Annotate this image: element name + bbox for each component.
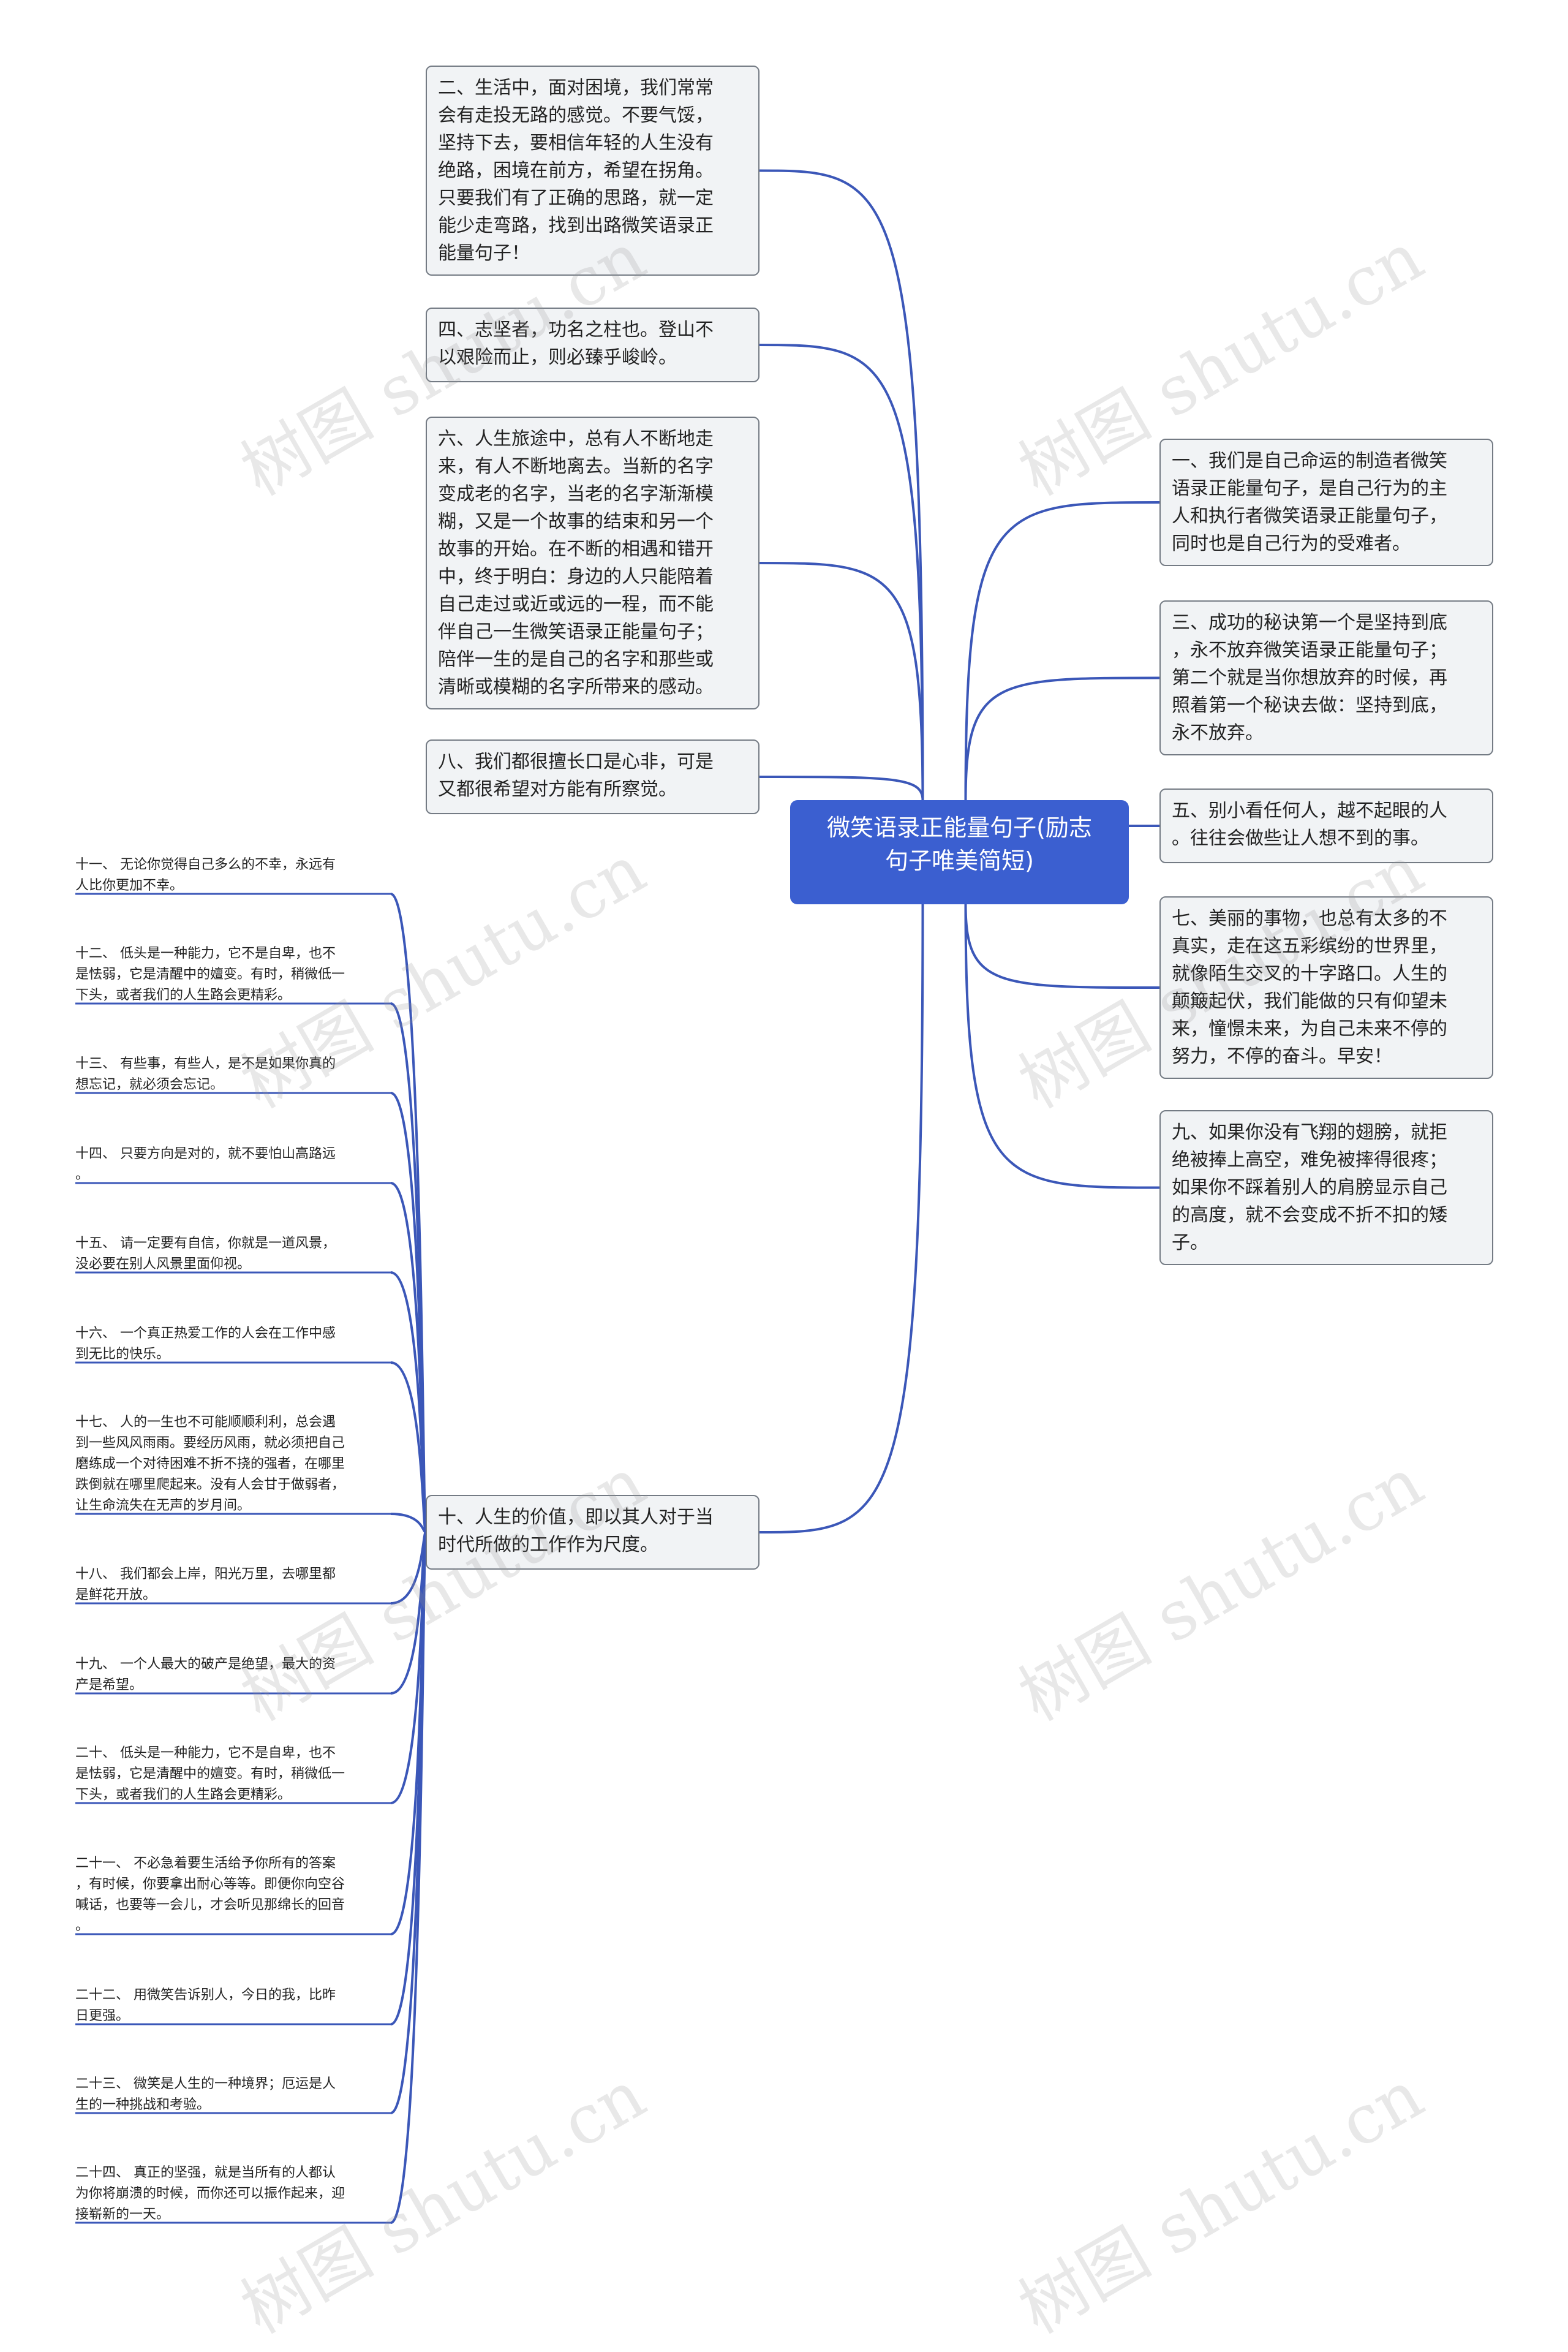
leaf-item-20[interactable]: 二十、 低头是一种能力，它不是自卑，也不 是怯弱，它是清醒中的嬗变。有时，稍微低… [75, 1745, 345, 1802]
connector-L3 [759, 776, 924, 801]
leaf-item-12[interactable]: 十二、 低头是一种能力，它不是自卑，也不 是怯弱，它是清醒中的嬗变。有时，稍微低… [75, 946, 345, 1003]
leaf-connector-5 [390, 1361, 427, 1533]
leaf-item-18[interactable]: 十八、 我们都会上岸，阳光万里，去哪里都 是鲜花开放。 [75, 1567, 336, 1603]
topic-node-8[interactable]: 八、我们都很擅长口是心非，可是 又都很希望对方能有所察觉。 [426, 739, 760, 814]
connector-L2 [759, 562, 924, 801]
leaf-item-16[interactable]: 十六、 一个真正热爱工作的人会在工作中感 到无比的快乐。 [75, 1326, 336, 1362]
topic-node-3[interactable]: 三、成功的秘诀第一个是坚持到底 ，永不放弃微笑语录正能量句子； 第二个就是当你想… [1159, 600, 1493, 755]
topic-node-5[interactable]: 五、别小看任何人，越不起眼的人 。往往会做些让人想不到的事。 [1159, 788, 1493, 863]
leaf-item-11[interactable]: 十一、 无论你觉得自己多么的不幸，永远有 人比你更加不幸。 [75, 857, 336, 893]
root-topic[interactable]: 微笑语录正能量句子(励志 句子唯美简短) [790, 800, 1129, 904]
topic-node-2[interactable]: 二、生活中，面对困境，我们常常 会有走投无路的感觉。不要气馁， 坚持下去，要相信… [426, 66, 760, 276]
connector-L0 [759, 169, 924, 801]
connector-R4 [964, 904, 1160, 1189]
leaf-item-24[interactable]: 二十四、 真正的坚强，就是当所有的人都认 为你将崩溃的时候，而你还可以振作起来，… [75, 2165, 345, 2222]
leaf-item-23[interactable]: 二十三、 微笑是人生的一种境界；厄运是人 生的一种挑战和考验。 [75, 2076, 336, 2112]
connector-R3 [964, 904, 1160, 989]
leaf-item-17[interactable]: 十七、 人的一生也不可能顺顺利利，总会遇 到一些风风雨雨。要经历风雨，就必须把自… [75, 1415, 345, 1513]
topic-node-6[interactable]: 六、人生旅途中，总有人不断地走 来，有人不断地离去。当新的名字 变成老的名字，当… [426, 417, 760, 709]
connector-R0 [964, 501, 1160, 801]
topic-node-1[interactable]: 一、我们是自己命运的制造者微笑 语录正能量句子，是自己行为的主 人和执行者微笑语… [1159, 439, 1493, 566]
leaf-connector-6 [390, 1513, 427, 1533]
leaf-item-14[interactable]: 十四、 只要方向是对的，就不要怕山高路远 。 [75, 1146, 336, 1182]
leaf-item-22[interactable]: 二十二、 用微笑告诉别人，今日的我，比昨 日更强。 [75, 1987, 336, 2024]
connector-L4 [759, 904, 924, 1533]
leaf-item-15[interactable]: 十五、 请一定要有自信，你就是一道风景， 没必要在别人风景里面仰视。 [75, 1236, 336, 1272]
topic-node-4[interactable]: 四、志坚者，功名之柱也。登山不 以艰险而止，则必臻乎峻岭。 [426, 308, 760, 382]
leaf-item-19[interactable]: 十九、 一个人最大的破产是绝望，最大的资 产是希望。 [75, 1657, 336, 1693]
connector-R1 [964, 676, 1160, 801]
topic-node-10[interactable]: 十、人生的价值，即以其人对于当 时代所做的工作作为尺度。 [426, 1495, 760, 1570]
topic-node-7[interactable]: 七、美丽的事物，也总有太多的不 真实，走在这五彩缤纷的世界里， 就像陌生交叉的十… [1159, 896, 1493, 1079]
leaf-item-13[interactable]: 十三、 有些事，有些人，是不是如果你真的 想忘记，就必须会忘记。 [75, 1056, 336, 1092]
leaf-connector-13 [390, 1531, 427, 2224]
connector-L1 [759, 344, 924, 801]
topic-node-9[interactable]: 九、如果你没有飞翔的翅膀，就拒 绝被捧上高空，难免被摔得很疼； 如果你不踩着别人… [1159, 1110, 1493, 1265]
leaf-item-21[interactable]: 二十一、 不必急着要生活给予你所有的答案 ，有时候，你要拿出耐心等等。即便你向空… [75, 1856, 345, 1934]
